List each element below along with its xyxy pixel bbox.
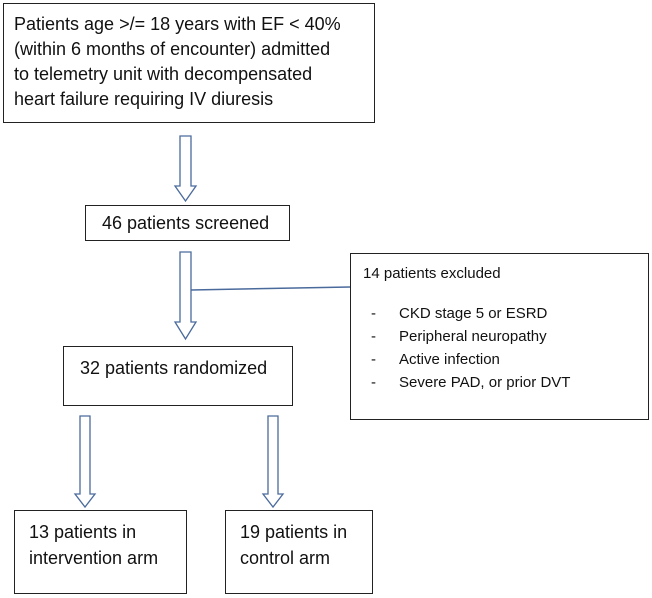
intervention-arm-line: intervention arm — [29, 548, 159, 568]
bullet-dash: - — [371, 350, 376, 368]
exclusion-reason-item: - Active infection — [363, 348, 636, 371]
arrow-down-screened-to-randomized — [173, 251, 198, 341]
exclusion-reason-label: Active infection — [399, 350, 500, 368]
excluded-box: 14 patients excluded - CKD stage 5 or ES… — [350, 253, 649, 420]
exclusion-reason-item: - Peripheral neuropathy — [363, 325, 636, 348]
exclusion-reason-item: - CKD stage 5 or ESRD — [363, 302, 636, 325]
excluded-title: 14 patients excluded — [363, 265, 501, 282]
arrow-down-criteria-to-screened — [173, 135, 198, 203]
bullet-dash: - — [371, 327, 376, 345]
intervention-arm-line: 13 patients in — [29, 522, 137, 542]
inclusion-criteria-line: to telemetry unit with decompensated — [14, 64, 313, 84]
inclusion-criteria-line: heart failure requiring IV diuresis — [14, 89, 274, 109]
inclusion-criteria-line: Patients age >/= 18 years with EF < 40% — [14, 14, 341, 34]
exclusion-reason-label: Peripheral neuropathy — [399, 327, 547, 345]
randomized-box: 32 patients randomized — [63, 346, 293, 406]
randomized-label: 32 patients randomized — [80, 358, 268, 378]
control-arm-line: control arm — [240, 548, 331, 568]
exclusion-reason-label: Severe PAD, or prior DVT — [399, 373, 571, 391]
exclusion-connector-line — [190, 286, 351, 291]
exclusion-reason-label: CKD stage 5 or ESRD — [399, 304, 548, 322]
bullet-dash: - — [371, 373, 376, 391]
intervention-arm-box: 13 patients in intervention arm — [14, 510, 187, 594]
arrow-down-randomized-to-control — [261, 415, 285, 509]
bullet-dash: - — [371, 304, 376, 322]
control-arm-line: 19 patients in — [240, 522, 348, 542]
screened-box: 46 patients screened — [85, 205, 290, 241]
exclusion-reasons-list: - CKD stage 5 or ESRD - Peripheral neuro… — [363, 302, 636, 394]
inclusion-criteria-line: (within 6 months of encounter) admitted — [14, 39, 331, 59]
control-arm-box: 19 patients in control arm — [225, 510, 373, 594]
exclusion-reason-item: - Severe PAD, or prior DVT — [363, 371, 636, 394]
screened-label: 46 patients screened — [102, 213, 270, 233]
inclusion-criteria-box: Patients age >/= 18 years with EF < 40% … — [3, 3, 375, 123]
arrow-down-randomized-to-intervention — [73, 415, 97, 509]
